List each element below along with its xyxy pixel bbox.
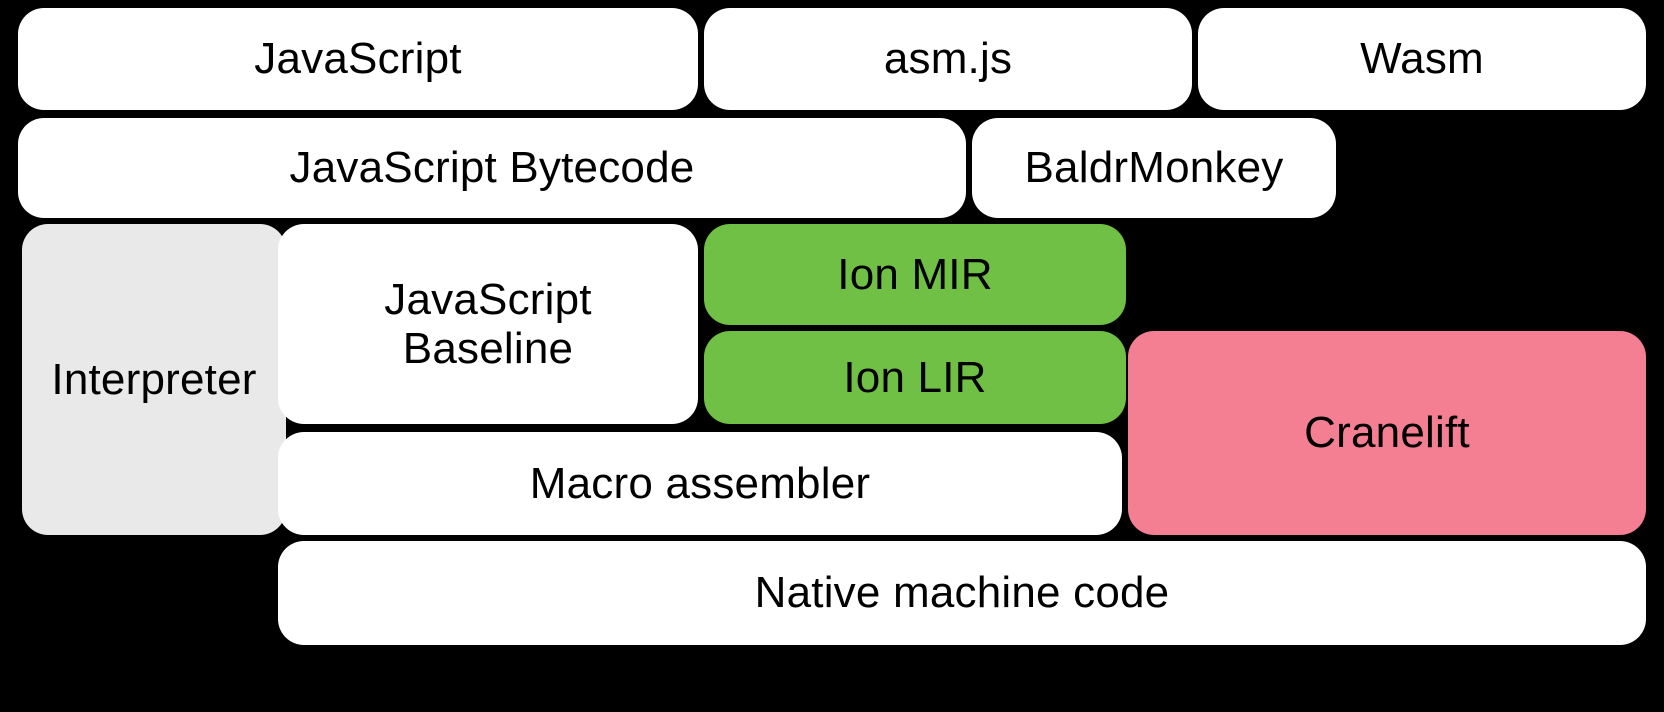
node-baldrmonkey[interactable]: BaldrMonkey [972,118,1336,218]
node-baldrmonkey-label: BaldrMonkey [1024,143,1284,193]
node-interpreter[interactable]: Interpreter [22,224,286,535]
node-asm-js[interactable]: asm.js [704,8,1192,110]
node-macro-assembler[interactable]: Macro assembler [278,432,1122,535]
node-javascript-label: JavaScript [254,34,462,84]
node-ion-lir-label: Ion LIR [843,352,987,402]
node-javascript-baseline-label: JavaScript Baseline [384,274,592,373]
node-wasm-label: Wasm [1360,34,1484,84]
node-javascript[interactable]: JavaScript [18,8,698,110]
node-cranelift-label: Cranelift [1304,408,1470,458]
node-native-machine-code[interactable]: Native machine code [278,541,1646,645]
node-cranelift[interactable]: Cranelift [1128,331,1646,535]
node-javascript-bytecode[interactable]: JavaScript Bytecode [18,118,966,218]
node-ion-mir[interactable]: Ion MIR [704,224,1126,325]
node-macro-assembler-label: Macro assembler [529,458,871,508]
node-asm-js-label: asm.js [883,34,1013,84]
node-ion-lir[interactable]: Ion LIR [704,331,1126,424]
node-ion-mir-label: Ion MIR [837,249,993,299]
node-javascript-bytecode-label: JavaScript Bytecode [289,143,695,193]
node-wasm[interactable]: Wasm [1198,8,1646,110]
node-native-machine-code-label: Native machine code [754,568,1170,618]
node-interpreter-label: Interpreter [51,354,257,404]
node-javascript-baseline[interactable]: JavaScript Baseline [278,224,698,424]
